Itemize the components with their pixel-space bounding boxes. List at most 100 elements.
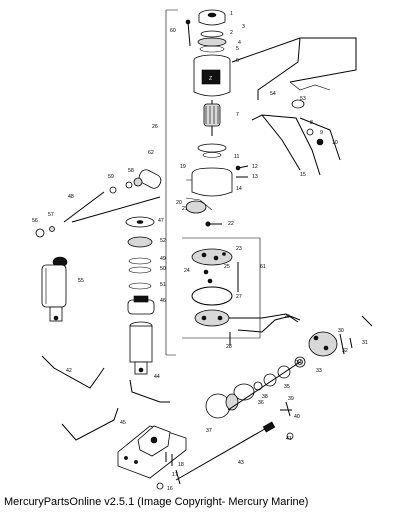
o-ring-part <box>128 257 152 265</box>
callout-number: 60 <box>170 28 176 34</box>
callout-number: 16 <box>167 486 173 492</box>
sleeve-part-62 <box>138 169 162 189</box>
callout-number: 19 <box>180 164 186 170</box>
piston-rod-assembly-part <box>205 361 301 419</box>
copyright-caption: MercuryPartsOnline v2.5.1 (Image Copyrig… <box>4 496 309 508</box>
callout-number: 33 <box>316 368 322 374</box>
washer-part <box>286 432 294 440</box>
callout-number: 21 <box>182 206 188 212</box>
tie-rod-part <box>175 425 271 481</box>
parts-diagram: Z <box>32 9 373 492</box>
callout-number: 12 <box>252 164 258 170</box>
callout-number: 37 <box>206 428 212 434</box>
grommet-part <box>291 99 305 109</box>
callout-number: 1 <box>230 11 233 17</box>
o-ring-part <box>128 266 152 274</box>
check-ball-part <box>203 269 209 275</box>
washer-part <box>156 482 164 490</box>
callout-number-layer: 1234567891011121314151617181920212223242… <box>32 11 368 492</box>
callout-number: 59 <box>108 174 114 180</box>
washer-part <box>306 128 314 136</box>
small-ring-part <box>202 152 222 158</box>
callout-number: 34 <box>296 360 302 366</box>
callout-number: 36 <box>258 400 264 406</box>
washer-part <box>125 181 133 189</box>
callout-number: 5 <box>236 46 239 52</box>
callout-number: 29 <box>284 314 290 320</box>
ring-part <box>200 30 224 38</box>
callout-number: 53 <box>300 96 306 102</box>
pin-part <box>339 333 353 355</box>
armature-part <box>203 100 221 136</box>
rod-end-part <box>262 421 276 433</box>
o-ring-part <box>128 282 152 290</box>
callout-number: 31 <box>362 340 368 346</box>
callout-number: 3 <box>242 24 245 30</box>
callout-number: 18 <box>178 462 184 468</box>
callout-number: 44 <box>154 374 160 380</box>
check-ball-part <box>207 278 213 284</box>
washer-part <box>109 186 117 194</box>
washer-part <box>35 228 45 238</box>
callout-number: 55 <box>78 278 84 284</box>
callout-number: 56 <box>32 218 38 224</box>
callout-number: 27 <box>236 294 242 300</box>
trim-cylinder-part <box>41 256 68 322</box>
fitting-part <box>280 401 292 417</box>
callout-number: 62 <box>148 150 154 156</box>
callout-number: 11 <box>234 154 239 160</box>
assembly-bracket-line <box>165 9 178 356</box>
base-manifold-part <box>117 425 187 479</box>
callout-number: 47 <box>158 218 164 224</box>
screw-head-part <box>235 165 241 171</box>
seal-ring-part <box>197 37 227 47</box>
reservoir-part <box>194 309 299 327</box>
callout-number: 9 <box>320 130 323 136</box>
long-screw-part <box>187 21 191 47</box>
callout-number: 26 <box>152 124 158 130</box>
hydraulic-line-part <box>129 379 170 403</box>
callout-number: 6 <box>236 58 239 64</box>
callout-number: 23 <box>236 246 242 252</box>
callout-number: 46 <box>160 298 166 304</box>
callout-number: 35 <box>284 384 290 390</box>
callout-number: 51 <box>160 282 166 288</box>
end-cap-ring-part <box>197 143 227 153</box>
wiring-harness-upper <box>231 37 357 100</box>
terminal-part <box>316 138 324 146</box>
callout-number: 41 <box>286 436 292 442</box>
piston-part <box>127 236 153 248</box>
callout-number: 42 <box>66 368 72 374</box>
fastener-part <box>165 452 181 485</box>
wire-lead <box>289 81 331 91</box>
bushing-part <box>133 177 143 187</box>
rod-part <box>71 196 161 223</box>
screw-head-part <box>185 19 191 25</box>
cap-center-part <box>136 220 144 224</box>
screw-head-part <box>205 221 211 227</box>
callout-number: 13 <box>252 174 258 180</box>
pump-body-part <box>191 248 233 266</box>
callout-number: 50 <box>160 266 166 272</box>
callout-number: 54 <box>270 91 276 97</box>
callout-number: 30 <box>338 328 344 334</box>
callout-number: 39 <box>288 396 294 402</box>
gasket-ring-part <box>191 286 233 306</box>
callout-number: 28 <box>226 344 232 350</box>
callout-number: 25 <box>224 264 230 270</box>
top-cap-part <box>198 9 226 26</box>
callout-number: 48 <box>68 194 74 200</box>
callout-number: 24 <box>184 268 190 274</box>
lower-cylinder-part <box>129 321 153 375</box>
callout-number: 43 <box>238 460 244 466</box>
exploded-parts-diagram-svg: Z <box>32 9 373 492</box>
hydraulic-line-part <box>41 355 105 389</box>
small-washer-part <box>49 226 55 232</box>
callout-number: 4 <box>238 40 241 46</box>
callout-number: 57 <box>48 212 54 218</box>
hydraulic-line-part <box>61 407 119 441</box>
callout-number: 40 <box>294 414 300 420</box>
callout-number: 10 <box>332 140 338 146</box>
manual-valve-bracket-part <box>127 295 155 315</box>
pump-bracket-line <box>182 237 261 339</box>
